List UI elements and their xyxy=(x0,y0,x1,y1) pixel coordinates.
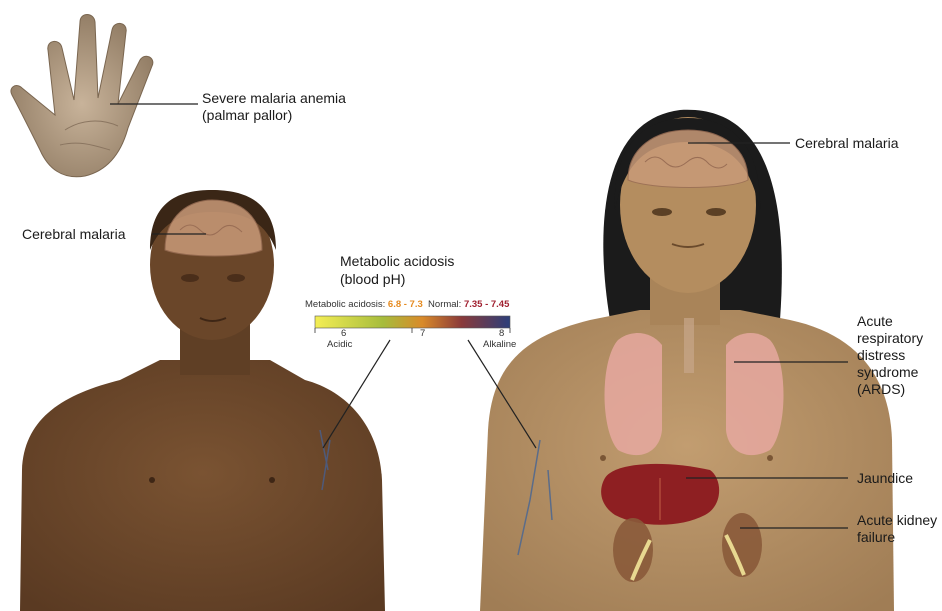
ph-range-legend: Metabolic acidosis: 6.8 - 7.3 Normal: 7.… xyxy=(305,299,509,310)
normal-range-value: 7.35 - 7.45 xyxy=(464,299,509,310)
acidosis-range-value: 6.8 - 7.3 xyxy=(388,299,423,310)
ph-tick-8: 8 xyxy=(499,328,504,339)
acidosis-range-label: Metabolic acidosis: xyxy=(305,299,388,310)
label-ards: Acute respiratory distress syndrome (ARD… xyxy=(857,313,923,398)
label-jaundice: Jaundice xyxy=(857,470,913,487)
label-hand-anemia: Severe malaria anemia (palmar pallor) xyxy=(202,90,346,124)
adult-figure xyxy=(480,110,894,611)
ph-label-acidic: Acidic xyxy=(327,339,352,350)
normal-range-label: Normal: xyxy=(428,299,464,310)
ph-gradient-bar xyxy=(315,316,510,328)
ph-tick-6: 6 xyxy=(341,328,346,339)
label-child-cerebral-malaria: Cerebral malaria xyxy=(22,226,125,243)
label-kidney-failure: Acute kidney failure xyxy=(857,512,937,546)
ph-label-alkaline: Alkaline xyxy=(483,339,516,350)
label-adult-cerebral-malaria: Cerebral malaria xyxy=(795,135,898,152)
hand-illustration xyxy=(11,15,153,177)
ph-tick-7: 7 xyxy=(420,328,425,339)
child-figure xyxy=(20,190,385,611)
ph-scale-title: Metabolic acidosis (blood pH) xyxy=(340,252,454,288)
